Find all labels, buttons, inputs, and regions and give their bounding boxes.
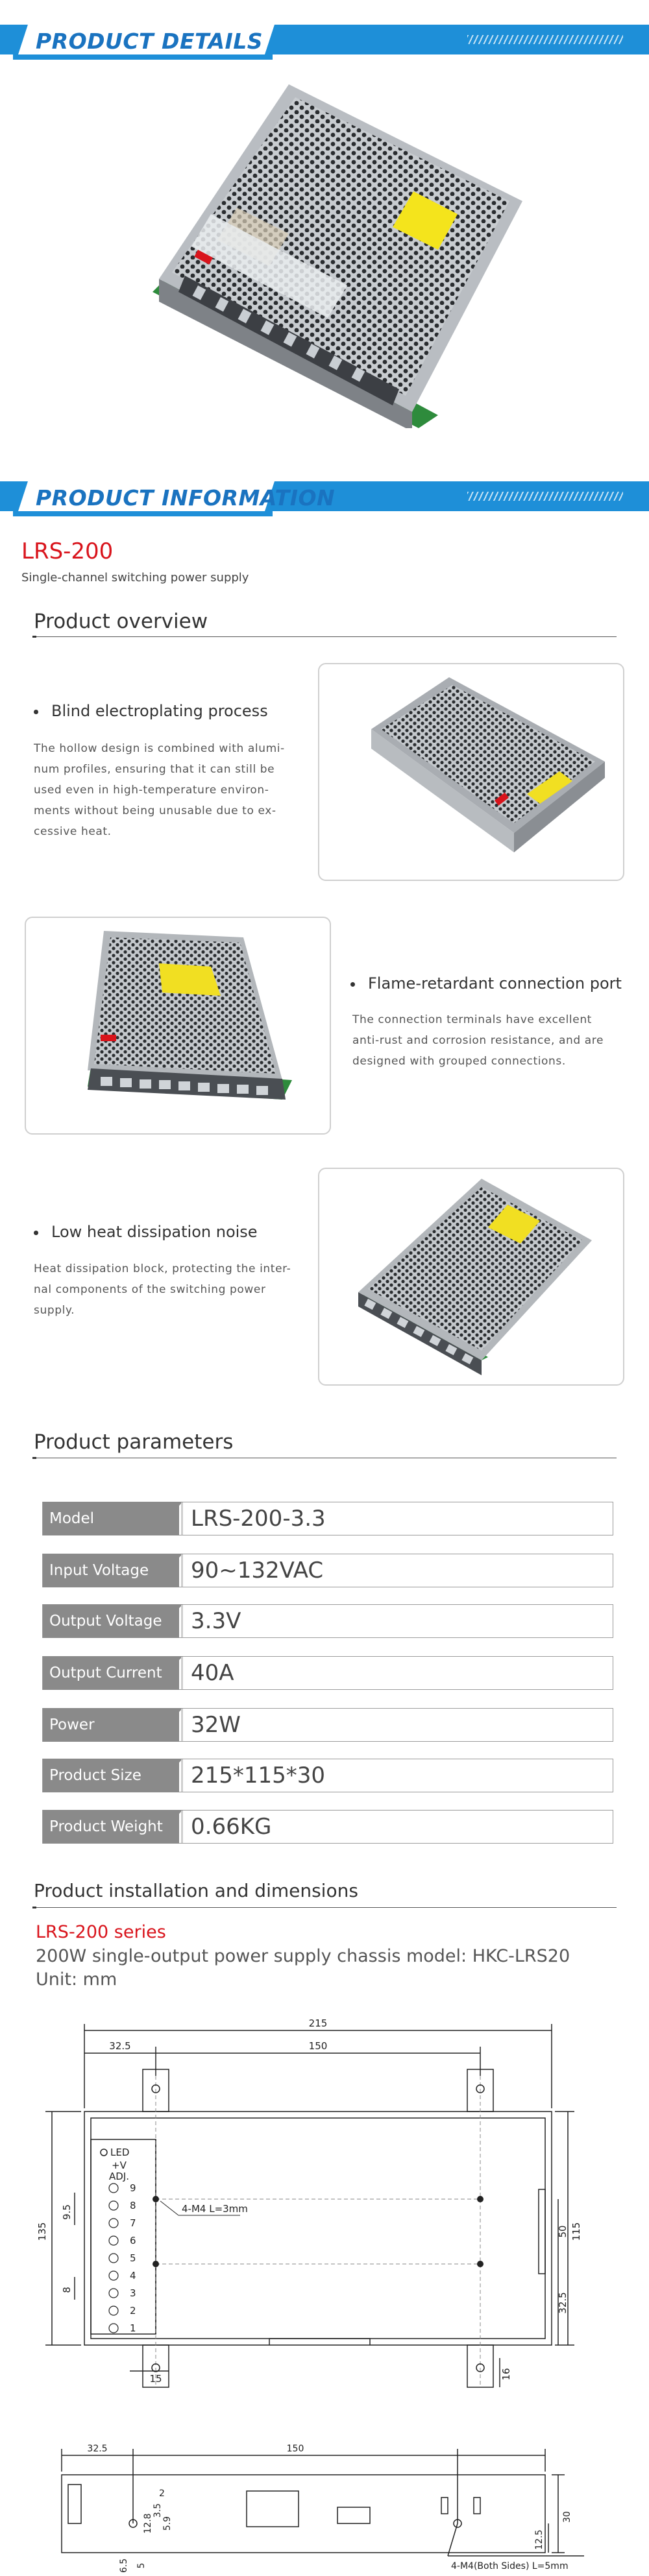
param-value: 215*115*30	[181, 1759, 613, 1792]
param-label: Power	[43, 1708, 179, 1742]
banner-product-information: PRODUCT INFORMATION	[0, 481, 649, 519]
param-label: Output Current	[43, 1656, 179, 1690]
label-adj: ADJ.	[109, 2171, 129, 2182]
terminal-7: 7	[130, 2217, 136, 2229]
terminal-6: 6	[130, 2235, 136, 2246]
dim-left-offset: 32.5	[109, 2040, 130, 2052]
side-hole-note: 4-M4(Both Sides) L=5mm	[451, 2561, 569, 2571]
side-dim-5-9: 5.9	[162, 2516, 173, 2531]
param-label: Input Voltage	[43, 1554, 179, 1587]
installation-heading: Product installation and dimensions	[34, 1880, 358, 1901]
dim-terminal-pitch: 8	[61, 2287, 73, 2293]
feature-3-photo	[318, 1168, 624, 1386]
series-description: 200W single-output power supply chassis …	[36, 1946, 570, 1966]
feature-1-desc: The hollow design is combined with alumi…	[34, 742, 285, 838]
product-subtitle: Single-channel switching power supply	[21, 571, 249, 584]
terminal-3: 3	[130, 2287, 136, 2299]
terminal-4: 4	[130, 2270, 136, 2281]
side-dim-5: 5	[136, 2563, 147, 2569]
parameters-divider-tick	[32, 1457, 36, 1459]
parameters-heading: Product parameters	[34, 1430, 234, 1454]
side-dim-height: 30	[562, 2511, 572, 2523]
side-dim-12-8: 12.8	[143, 2513, 153, 2533]
banner-product-details: PRODUCT DETAILS	[0, 25, 649, 62]
feature-2-title: Flame-retardant connection port	[350, 974, 622, 993]
feature-3-desc: Heat dissipation block, protecting the i…	[34, 1262, 291, 1317]
feature-1-title: Blind electroplating process	[34, 702, 268, 720]
dim-width: 115	[570, 2222, 582, 2241]
terminal-5: 5	[130, 2252, 136, 2264]
param-value: LRS-200-3.3	[181, 1502, 613, 1535]
param-value: 0.66KG	[181, 1811, 613, 1843]
terminal-9: 9	[130, 2182, 136, 2194]
param-row-output-voltage: Output Voltage 3.3V	[42, 1604, 613, 1638]
side-dim-hole-spacing: 150	[287, 2444, 304, 2454]
bullet-icon	[350, 981, 355, 987]
installation-divider	[32, 1907, 617, 1908]
param-row-product-size: Product Size 215*115*30	[42, 1759, 613, 1792]
installation-divider-tick	[32, 1907, 36, 1908]
feature-2-desc: The connection terminals have excellent …	[352, 1013, 604, 1068]
param-row-model: Model LRS-200-3.3	[42, 1502, 613, 1535]
param-value: 90~132VAC	[181, 1554, 613, 1587]
dim-bottom-offset: 32.5	[557, 2292, 569, 2313]
dim-terminal-offset: 9.5	[61, 2204, 73, 2220]
bullet-icon	[34, 709, 38, 714]
overview-divider	[32, 636, 617, 637]
side-dim-2: 2	[159, 2488, 165, 2499]
bullet-icon	[34, 1230, 38, 1235]
terminal-2: 2	[130, 2305, 136, 2317]
param-label: Model	[43, 1502, 179, 1535]
hole-note: 4-M4 L=3mm	[182, 2203, 248, 2215]
feature-2-photo	[25, 917, 331, 1135]
param-label: Product Size	[43, 1759, 179, 1792]
param-value: 3.3V	[181, 1605, 613, 1637]
unit-label: Unit: mm	[36, 1969, 117, 1990]
series-title: LRS-200 series	[36, 1922, 166, 1942]
side-dim-6-5: 6.5	[119, 2558, 129, 2573]
param-row-input-voltage: Input Voltage 90~132VAC	[42, 1554, 613, 1587]
hero-product-image	[133, 78, 535, 431]
banner-title: PRODUCT DETAILS	[36, 29, 263, 54]
product-model-title: LRS-200	[21, 538, 114, 564]
param-row-output-current: Output Current 40A	[42, 1656, 613, 1690]
dim-hole-vertical: 50	[557, 2225, 569, 2237]
dimension-drawing-top-view: 215 32.5 150 135 9.5 8 50 115 32.5 16 15…	[36, 2017, 582, 2388]
param-row-power: Power 32W	[42, 1708, 613, 1742]
param-value: 40A	[181, 1657, 613, 1689]
dim-hole-spacing: 150	[309, 2040, 328, 2052]
dim-height: 135	[36, 2222, 48, 2241]
terminal-1: 1	[130, 2322, 136, 2334]
param-value: 32W	[181, 1709, 613, 1741]
label-plus-v: +V	[112, 2160, 127, 2171]
overview-heading: Product overview	[34, 610, 208, 633]
banner-title: PRODUCT INFORMATION	[36, 485, 336, 511]
param-row-product-weight: Product Weight 0.66KG	[42, 1810, 613, 1844]
terminal-8: 8	[130, 2200, 136, 2211]
dim-ear-width: 15	[149, 2373, 162, 2385]
dim-ear-height: 16	[500, 2368, 512, 2380]
dim-overall-length: 215	[309, 2017, 328, 2029]
param-label: Product Weight	[43, 1810, 179, 1844]
dimension-drawing-side-view: 32.5 150 2 3.5 12.8 5.9 12.5 30 6.5 5 4-…	[61, 2444, 584, 2573]
param-label: Output Voltage	[43, 1604, 179, 1638]
label-led: LED	[110, 2147, 129, 2158]
side-dim-12-5: 12.5	[534, 2529, 545, 2549]
side-dim-left-offset: 32.5	[87, 2444, 107, 2454]
side-dim-3-5: 3.5	[153, 2503, 163, 2518]
feature-1-photo	[318, 663, 624, 881]
feature-3-title: Low heat dissipation noise	[34, 1223, 258, 1241]
overview-divider-tick	[32, 636, 36, 638]
